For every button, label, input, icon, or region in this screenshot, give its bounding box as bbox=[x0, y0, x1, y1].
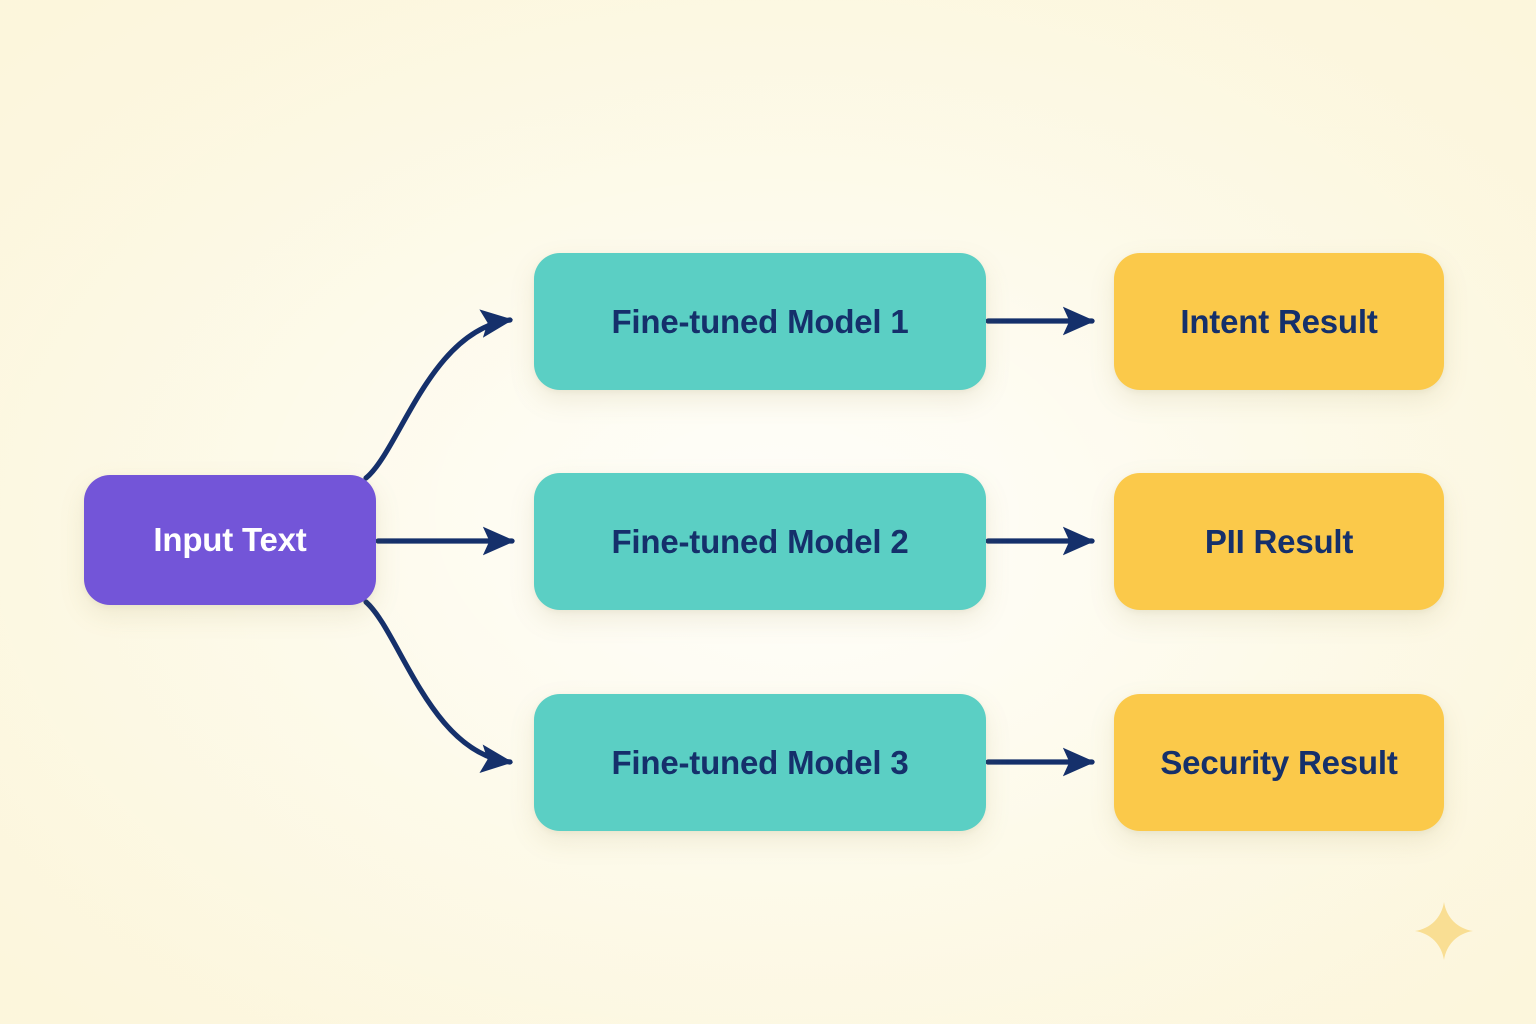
node-fine-tuned-model-3-label: Fine-tuned Model 3 bbox=[611, 743, 909, 781]
node-input-text-label: Input Text bbox=[153, 521, 307, 558]
node-fine-tuned-model-2-label: Fine-tuned Model 2 bbox=[611, 522, 909, 560]
edge-input-to-model-1 bbox=[363, 309, 514, 481]
node-intent-result-label: Intent Result bbox=[1180, 302, 1378, 340]
node-pii-result[interactable]: PII Result bbox=[1114, 473, 1444, 610]
sparkle-icon bbox=[1415, 902, 1473, 960]
node-security-result-label: Security Result bbox=[1160, 743, 1398, 781]
node-security-result[interactable]: Security Result bbox=[1114, 694, 1444, 831]
node-fine-tuned-model-3[interactable]: Fine-tuned Model 3 bbox=[534, 694, 986, 831]
node-fine-tuned-model-1[interactable]: Fine-tuned Model 1 bbox=[534, 253, 986, 390]
node-intent-result[interactable]: Intent Result bbox=[1114, 253, 1444, 390]
node-fine-tuned-model-1-label: Fine-tuned Model 1 bbox=[611, 302, 909, 340]
node-input-text[interactable]: Input Text bbox=[84, 475, 376, 605]
node-fine-tuned-model-2[interactable]: Fine-tuned Model 2 bbox=[534, 473, 986, 610]
edge-input-to-model-3 bbox=[363, 599, 514, 773]
node-pii-result-label: PII Result bbox=[1204, 522, 1354, 560]
